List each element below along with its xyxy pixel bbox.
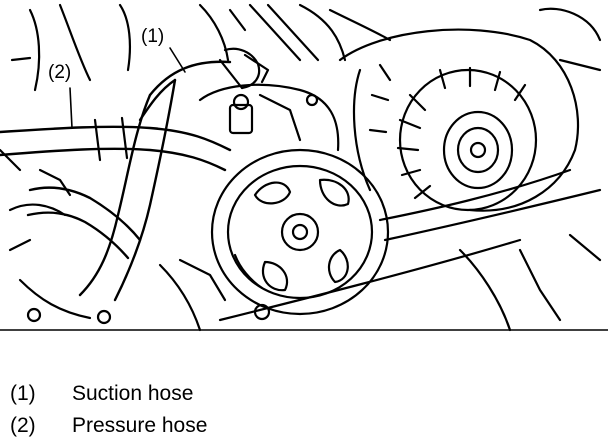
power-steering-pump-diagram: (1) (2) <box>0 3 608 332</box>
legend-number: (2) <box>10 414 36 437</box>
pump-pulley <box>210 148 390 316</box>
callout-2-label: (2) <box>48 62 72 83</box>
engine-background-lines <box>0 3 392 320</box>
pressure-hose <box>0 116 232 260</box>
suction-hose <box>78 47 270 302</box>
callout-1-label: (1) <box>141 26 165 47</box>
pump-body <box>198 83 340 152</box>
callout-2-leader <box>69 87 73 129</box>
lower-bracket <box>0 233 608 332</box>
drive-belt <box>218 168 602 322</box>
engine-illustration <box>0 3 608 332</box>
legend-text: Suction hose <box>72 382 194 405</box>
legend-text: Pressure hose <box>72 414 208 437</box>
alternator <box>338 7 602 212</box>
legend-number: (1) <box>10 382 36 405</box>
callout-1-leader <box>169 47 186 73</box>
